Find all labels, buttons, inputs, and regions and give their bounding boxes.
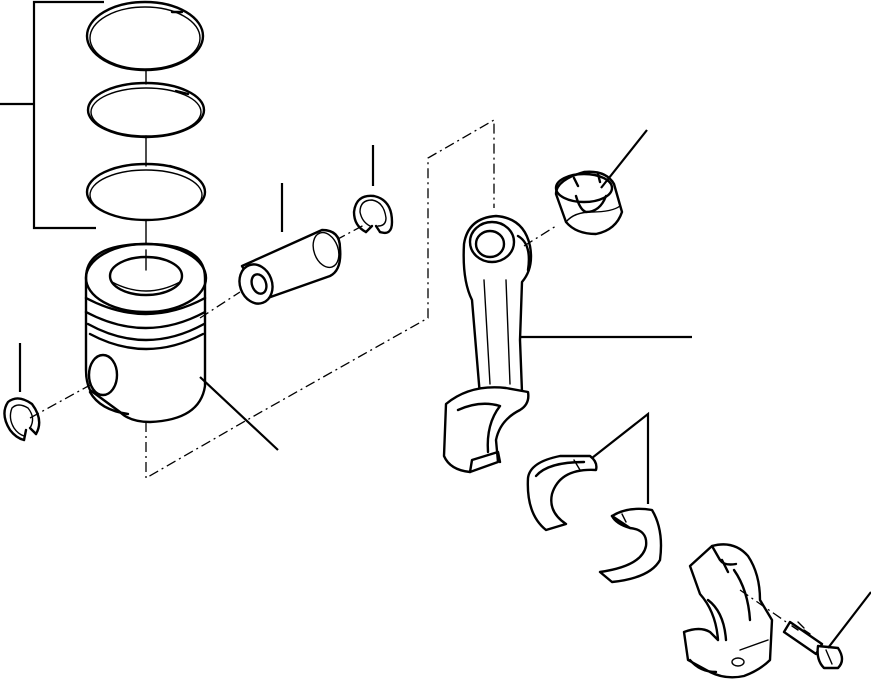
- bearing-shell-icon: [526, 454, 598, 532]
- pin-axis-right: [335, 223, 367, 241]
- bolt-icon: [739, 589, 844, 670]
- connecting-rod-icon: [442, 214, 557, 474]
- snap-ring-icon: [352, 194, 394, 235]
- bearing-shells-leader: [591, 411, 650, 504]
- rod-cap-icon: [682, 543, 774, 679]
- piston-leader: [199, 376, 279, 451]
- snap-ring-icon: [3, 397, 41, 442]
- small-end-bushing-leader: [600, 129, 648, 189]
- pin-axis-mid: [199, 291, 241, 319]
- pin-axis-left: [29, 383, 93, 419]
- piston-rings-icon: [85, 0, 207, 251]
- piston-pin-icon: [238, 228, 342, 305]
- bushing-icon: [554, 170, 624, 236]
- assembly-reference-line: [145, 118, 495, 480]
- piston-icon: [84, 242, 208, 424]
- ring-set-bracket: [0, 0, 104, 230]
- bearing-shell-icon: [598, 507, 663, 584]
- cap-bolt-leader: [827, 591, 871, 649]
